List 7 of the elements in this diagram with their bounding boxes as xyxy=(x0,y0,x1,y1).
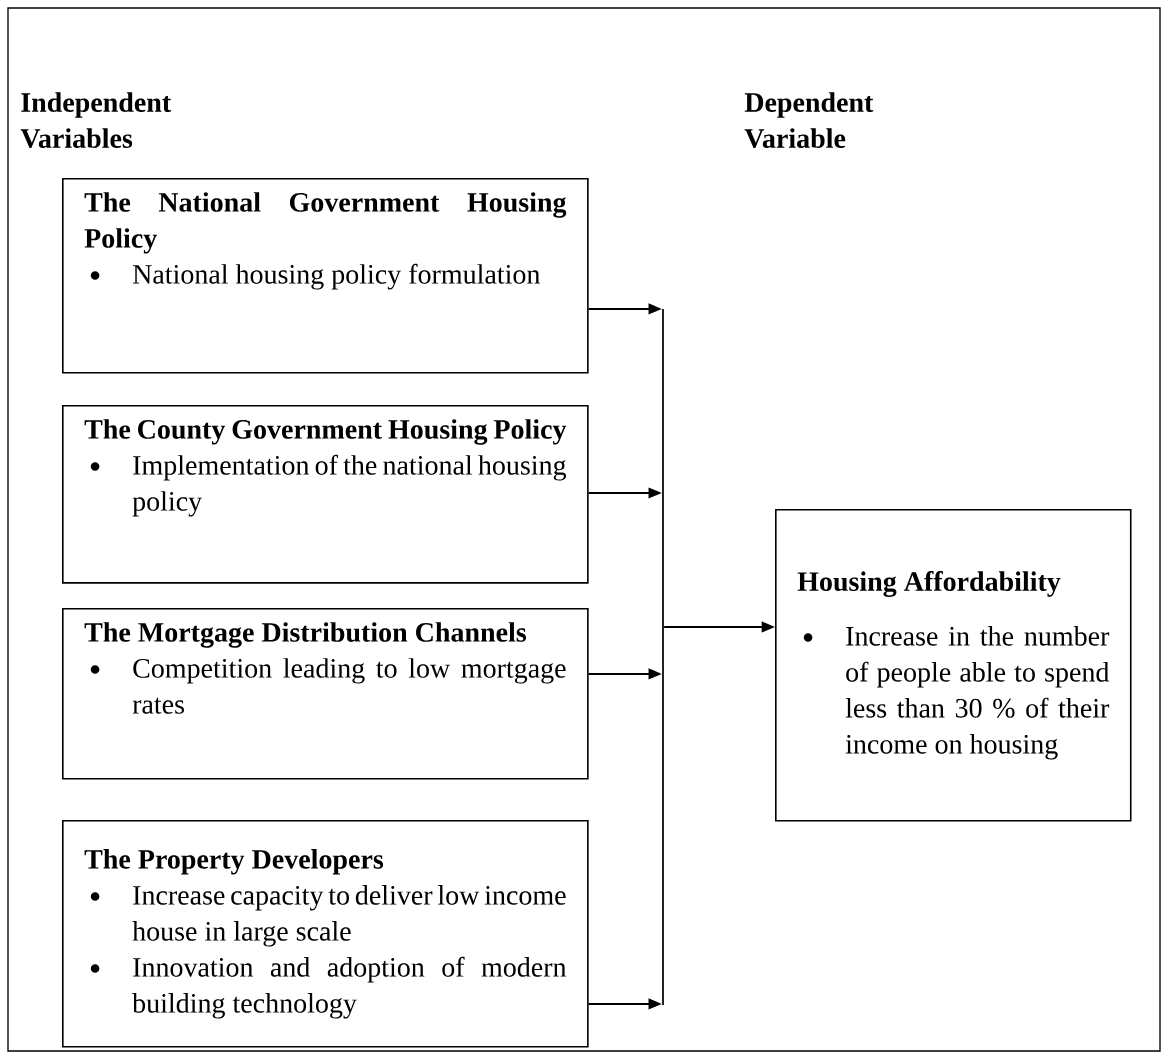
process-box: The National Government Housing Policy National housing policy formulation xyxy=(62,178,589,374)
process-box: The Mortgage Distribution Channels Competition leading to low mortgage rates xyxy=(62,608,589,780)
process-box: The Property Developers Increase capacity to deliver low income house in large scale Innovation and adoption of modern building technology xyxy=(62,820,589,1048)
process-box: Housing Affordability Increase in the number of people able to spend less than 30 % of their income on housing xyxy=(775,509,1132,822)
column-heading: Independent Variables xyxy=(20,92,172,149)
process-box: The County Government Housing Policy Implementation of the national housing policy xyxy=(62,405,589,584)
column-heading: Dependent Variable xyxy=(744,92,874,149)
